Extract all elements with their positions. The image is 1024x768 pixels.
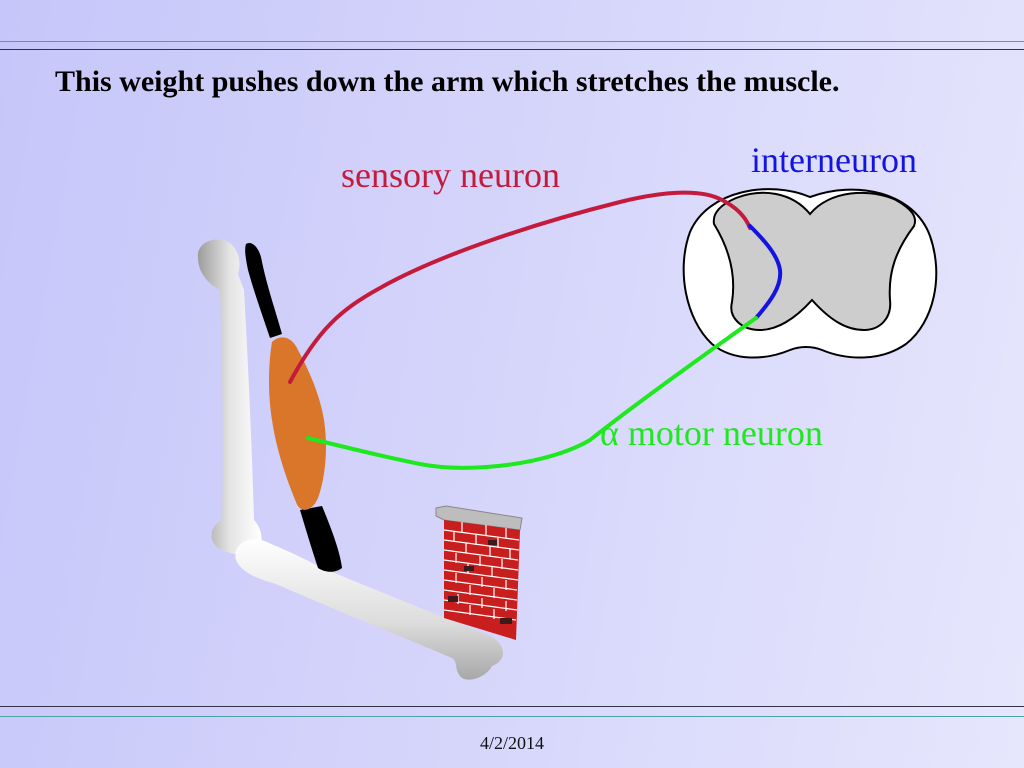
spinal-cord-cross-section [682,188,938,359]
slide-heading: This weight pushes down the arm which st… [55,65,840,98]
sensory-neuron-label: sensory neuron [341,155,560,195]
top-rule-dark [0,49,1024,50]
upper-tendon [245,242,282,338]
lower-tendon [300,506,342,572]
interneuron-label: interneuron [751,140,917,180]
forearm-bone [235,539,504,680]
bottom-rule-dark [0,706,1024,707]
motor-neuron-label: α motor neuron [600,413,823,453]
motor-neuron-path [306,316,758,470]
humerus-bone [197,239,262,555]
sensory-neuron-path [288,190,752,384]
top-rule-teal [0,41,1024,42]
interneuron-path [748,224,783,320]
biceps-muscle [269,337,326,510]
brick-wall-weight [435,505,523,640]
bottom-rule-teal [0,716,1024,717]
footer-date: 4/2/2014 [479,733,544,753]
